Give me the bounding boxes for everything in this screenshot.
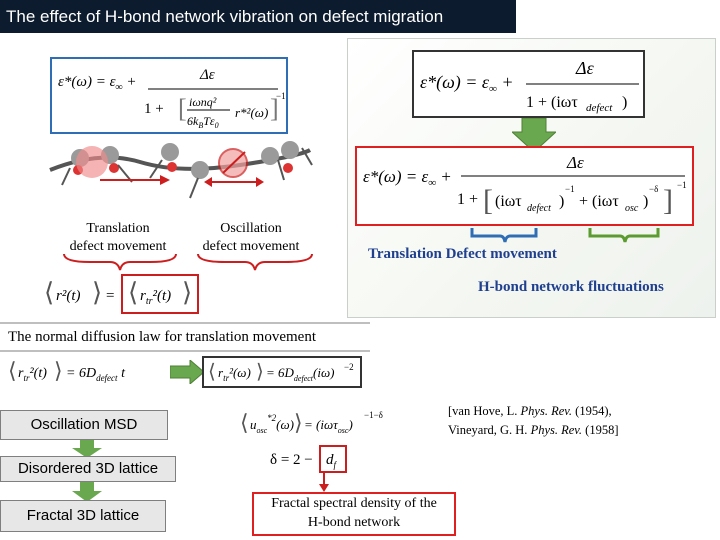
svg-text:⟩: ⟩: [92, 278, 102, 307]
svg-text:⟨: ⟨: [208, 361, 216, 383]
disordered-lattice-label: Disordered 3D lattice: [17, 460, 159, 477]
svg-text:−2: −2: [344, 362, 354, 372]
reference-journal-1: Phys. Rev.: [520, 404, 573, 418]
svg-text:−δ: −δ: [649, 184, 658, 194]
reference-year-2: (1958]: [582, 423, 619, 437]
svg-text:⟩: ⟩: [256, 361, 264, 383]
arrow-down-icon: [512, 118, 556, 152]
divider: [0, 322, 370, 324]
svg-text:ε*(ω) = ε∞ +: ε*(ω) = ε∞ +: [363, 167, 452, 189]
disordered-lattice-box: Disordered 3D lattice: [0, 456, 176, 482]
reference-year-1: (1954),: [572, 404, 612, 418]
svg-text:1 +: 1 +: [457, 191, 478, 208]
svg-text:⟩: ⟩: [54, 358, 63, 383]
svg-text:ε*(ω) = ε∞ +: ε*(ω) = ε∞ +: [58, 74, 137, 93]
svg-text:defect: defect: [527, 203, 551, 214]
svg-text:= (iωτosc): = (iωτosc): [304, 417, 353, 435]
svg-text:⟨: ⟨: [8, 358, 17, 383]
reference-authors-1: [van Hove, L.: [448, 404, 521, 418]
translation-defect-label: Translation Defect movement: [368, 246, 557, 262]
svg-text:6kBTε0: 6kBTε0: [187, 114, 219, 130]
svg-text:Δε: Δε: [575, 58, 595, 78]
equation-normal-diffusion: ⟨ rtr²(t) ⟩ = 6Ddefect t: [8, 358, 126, 383]
svg-text:): ): [622, 94, 627, 111]
svg-text:−1: −1: [677, 180, 687, 190]
svg-text:df: df: [326, 452, 338, 470]
svg-text:r*²(ω): r*²(ω): [235, 105, 268, 120]
svg-text:+ (iωτ: + (iωτ: [579, 193, 619, 210]
debye-relaxation-equation-box: ε*(ω) = ε∞ + Δε 1 + [ iωnq² 6kBTε0 r*²(ω…: [50, 57, 288, 134]
equation-general-permittivity: ε*(ω) = ε∞ + Δε 1 + [ iωnq² 6kBTε0 r*²(ω…: [58, 67, 286, 130]
equation-frequency-diffusion: ⟨ rtr²(ω) ⟩ = 6Ddefect(iω) −2: [208, 361, 354, 383]
svg-text:⟨: ⟨: [240, 410, 249, 435]
svg-text:uosc*2(ω): uosc*2(ω): [250, 413, 294, 435]
fractal-lattice-label: Fractal 3D lattice: [26, 507, 140, 524]
svg-text:= 6Ddefect(iω): = 6Ddefect(iω): [266, 365, 334, 383]
equation-oscillation-msd: ⟨ uosc*2(ω) ⟩ = (iωτosc) −1−δ: [240, 410, 383, 435]
fractal-spectral-density-box: Fractal spectral density of the H-bond n…: [252, 492, 456, 536]
equation-combined-relaxation: ε*(ω) = ε∞ + Δε 1 + [ (iωτ defect ) −1 +…: [363, 153, 687, 217]
svg-text:): ): [643, 193, 648, 210]
hbond-fluctuations-label: H-bond network fluctuations: [478, 279, 664, 295]
svg-text:Δε: Δε: [199, 67, 215, 83]
brace-icon: [470, 228, 660, 243]
oscillation-msd-box: Oscillation MSD: [0, 410, 168, 440]
svg-text:⟨: ⟨: [128, 278, 138, 307]
page-title: The effect of H-bond network vibration o…: [0, 0, 516, 33]
svg-text:⟨: ⟨: [44, 278, 54, 307]
svg-text:Δε: Δε: [566, 153, 584, 172]
arrow-right-icon: [170, 360, 204, 384]
svg-text:iωnq²: iωnq²: [189, 95, 217, 109]
svg-text:δ = 2 −: δ = 2 −: [270, 452, 313, 468]
svg-text:−1: −1: [276, 91, 286, 101]
svg-text:rtr²(t): rtr²(t): [140, 288, 171, 307]
reference-journal-2: Phys. Rev.: [530, 423, 583, 437]
svg-text:rtr²(ω): rtr²(ω): [218, 365, 251, 383]
equation-defect-relaxation: ε*(ω) = ε∞ + Δε 1 + (iωτ defect ): [420, 58, 639, 114]
arrow-down-icon: [72, 482, 102, 502]
frequency-diffusion-box: ⟨ rtr²(ω) ⟩ = 6Ddefect(iω) −2: [202, 356, 362, 388]
svg-text:r²(t): r²(t): [56, 288, 81, 304]
svg-text:osc: osc: [625, 203, 639, 214]
svg-text:= 6Ddefect t: = 6Ddefect t: [66, 366, 126, 383]
pointer-arrow-icon: [319, 472, 329, 492]
msd-equality-equation: ⟨ r²(t) ⟩ = ⟨ rtr²(t) ⟩: [44, 274, 199, 314]
diffusion-law-label: The normal diffusion law for translation…: [8, 329, 316, 345]
equation-delta-fractal: δ = 2 − df: [270, 445, 347, 473]
molecule-chain-icon: [49, 141, 313, 199]
svg-text:rtr²(t): rtr²(t): [18, 366, 47, 383]
svg-text:]: ]: [270, 94, 279, 123]
fractal-lattice-box: Fractal 3D lattice: [0, 500, 166, 532]
cole-cole-equation-box: ε*(ω) = ε∞ + Δε 1 + (iωτ defect ): [412, 50, 645, 118]
svg-text:defect: defect: [586, 102, 613, 114]
arrow-down-icon: [72, 440, 102, 458]
svg-text:1 + (iωτ: 1 + (iωτ: [526, 94, 578, 111]
svg-text:1 +: 1 +: [144, 101, 164, 117]
svg-text:=: =: [106, 288, 114, 304]
svg-text:⟩: ⟩: [182, 278, 192, 307]
oscillation-msd-label: Oscillation MSD: [30, 416, 138, 433]
svg-text:(iωτ: (iωτ: [495, 193, 522, 210]
svg-text:−1−δ: −1−δ: [364, 410, 383, 420]
divider: [0, 350, 370, 352]
combined-relaxation-equation-box: ε*(ω) = ε∞ + Δε 1 + [ (iωτ defect ) −1 +…: [355, 146, 694, 226]
svg-text:]: ]: [663, 184, 673, 217]
svg-text:−1: −1: [565, 184, 575, 194]
reference: [van Hove, L. Phys. Rev. (1954), Vineyar…: [448, 402, 619, 440]
brace-icon: [63, 253, 313, 271]
svg-text:): ): [559, 193, 564, 210]
fractal-spectral-density-label: Fractal spectral density of the H-bond n…: [271, 496, 437, 530]
svg-text:ε*(ω) = ε∞ +: ε*(ω) = ε∞ +: [420, 72, 514, 95]
svg-text:[: [: [178, 94, 187, 123]
translation-movement-label: Translation defect movement: [69, 221, 167, 254]
oscillation-movement-label: Oscillation defect movement: [202, 221, 300, 254]
svg-text:[: [: [483, 184, 493, 217]
svg-text:⟩: ⟩: [294, 410, 303, 435]
reference-authors-2: Vineyard, G. H.: [448, 423, 531, 437]
